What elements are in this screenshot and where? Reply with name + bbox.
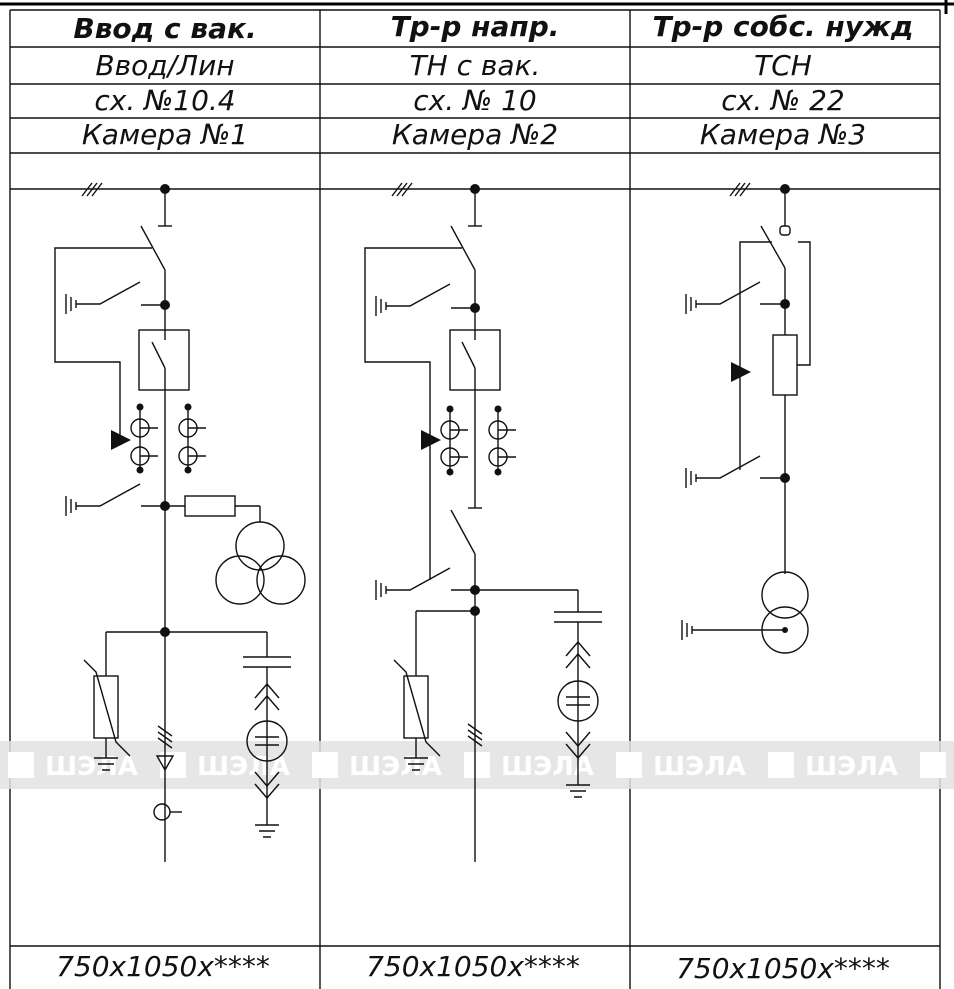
column-2-scheme: сх. № 10 bbox=[413, 84, 536, 117]
column-2-schematic bbox=[364, 184, 602, 862]
earth-switch-symbol bbox=[685, 281, 761, 314]
disconnector-symbol bbox=[140, 225, 166, 306]
column-1-schematic bbox=[54, 184, 306, 862]
watermark-band: ШЭЛА ШЭЛА ШЭЛА ШЭЛА ШЭЛА ШЭЛА bbox=[0, 741, 954, 789]
watermark-text: ШЭЛА bbox=[197, 752, 290, 782]
junction-dot bbox=[780, 299, 790, 309]
cable-terminal-symbol bbox=[467, 723, 483, 747]
column-1-cell: Камера №1 bbox=[82, 118, 248, 151]
earth-switch-symbol bbox=[375, 567, 451, 600]
watermark-text: ШЭЛА bbox=[653, 752, 746, 782]
column-3-cell: Камера №3 bbox=[700, 118, 866, 151]
column-2-dimensions: 750х1050х**** bbox=[366, 950, 580, 983]
column-3-subtitle: ТСН bbox=[754, 49, 812, 82]
fuse-symbol bbox=[184, 495, 236, 517]
junction-dot bbox=[782, 627, 788, 633]
junction-dot bbox=[184, 403, 192, 411]
junction-dot bbox=[780, 184, 790, 194]
junction-dot bbox=[494, 468, 502, 476]
column-2-subtitle: ТН с вак. bbox=[410, 49, 541, 82]
junction-dot bbox=[136, 403, 144, 411]
vacuum-breaker-symbol bbox=[138, 329, 190, 391]
surge-arrester-symbol bbox=[83, 632, 131, 771]
indicator-triangle-icon bbox=[731, 362, 751, 382]
column-3-scheme: сх. № 22 bbox=[721, 84, 844, 117]
junction-dot bbox=[470, 303, 480, 313]
earth-switch-symbol bbox=[65, 281, 141, 314]
disconnector-symbol bbox=[450, 509, 476, 591]
column-2-title: Тр-р напр. bbox=[391, 10, 560, 43]
auxiliary-transformer-symbol bbox=[761, 571, 809, 654]
column-2-cell: Камера №2 bbox=[392, 118, 558, 151]
watermark-text: ШЭЛА bbox=[805, 752, 898, 782]
cable-terminal-symbol bbox=[153, 725, 182, 821]
junction-dot bbox=[160, 300, 170, 310]
watermark-logo-icon bbox=[8, 752, 946, 778]
junction-dot bbox=[494, 405, 502, 413]
earth-switch-symbol bbox=[685, 455, 785, 488]
current-transformer-symbol bbox=[440, 408, 516, 472]
column-1-dimensions: 750х1050х**** bbox=[56, 950, 270, 983]
junction-dot bbox=[470, 606, 480, 616]
column-1-subtitle: Ввод/Лин bbox=[95, 49, 234, 82]
three-winding-transformer-symbol bbox=[215, 521, 306, 605]
ground-icon bbox=[681, 620, 785, 640]
header-texts: Ввод с вак. Тр-р напр. Тр-р собс. нужд В… bbox=[56, 10, 913, 985]
disconnector-symbol bbox=[450, 225, 476, 309]
junction-dot bbox=[446, 468, 454, 476]
column-1-title: Ввод с вак. bbox=[73, 12, 256, 45]
junction-dot bbox=[136, 466, 144, 474]
column-3-dimensions: 750х1050х**** bbox=[676, 952, 890, 985]
junction-dot bbox=[160, 184, 170, 194]
voltage-indicator-symbol bbox=[554, 590, 602, 798]
column-3-schematic bbox=[681, 184, 811, 654]
voltage-indicator-symbol bbox=[243, 632, 291, 838]
junction-dot bbox=[160, 627, 170, 637]
earth-switch-symbol bbox=[65, 483, 165, 516]
column-3-title: Тр-р собс. нужд bbox=[653, 10, 914, 43]
current-transformer-symbol bbox=[130, 406, 206, 470]
junction-dot bbox=[184, 466, 192, 474]
junction-dot bbox=[160, 501, 170, 511]
surge-arrester-symbol bbox=[393, 611, 441, 771]
junction-dot bbox=[470, 184, 480, 194]
indicator-triangle-icon bbox=[421, 430, 441, 450]
fuse-symbol bbox=[772, 334, 798, 396]
junction-dot bbox=[780, 473, 790, 483]
column-1-scheme: сх. №10.4 bbox=[94, 84, 235, 117]
indicator-triangle-icon bbox=[111, 430, 131, 450]
junction-dot bbox=[470, 585, 480, 595]
junction-dot bbox=[446, 405, 454, 413]
watermark-text: ШЭЛА bbox=[349, 752, 442, 782]
watermark-text: ШЭЛА bbox=[45, 752, 138, 782]
earth-switch-symbol bbox=[375, 283, 451, 316]
